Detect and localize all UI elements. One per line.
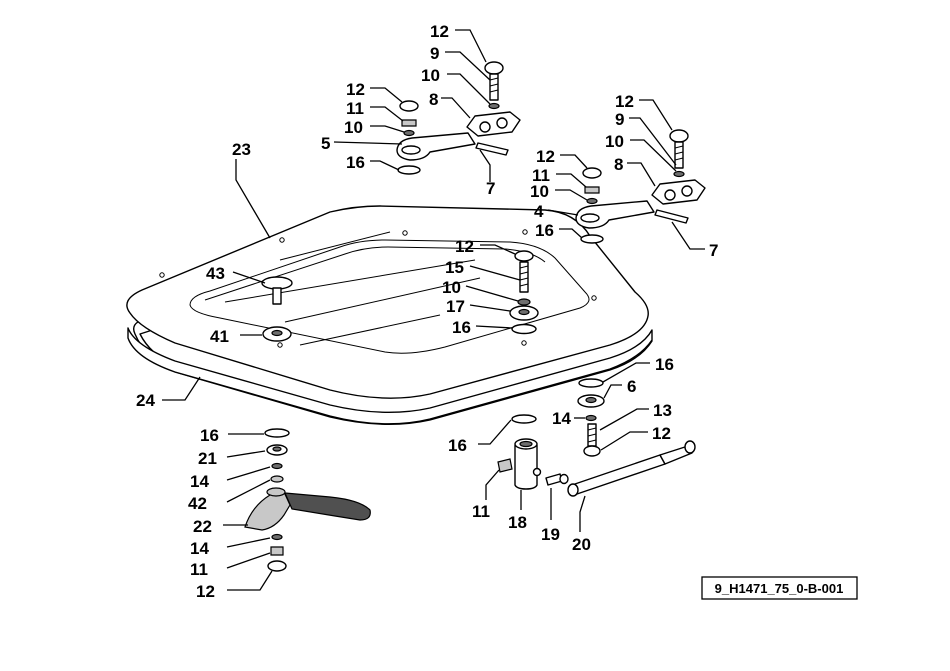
callout-label: 13: [653, 401, 672, 420]
callout-label: 12: [455, 237, 474, 256]
callout-label: 16: [452, 318, 471, 337]
callout-label: 18: [508, 513, 527, 532]
callout-label: 16: [448, 436, 467, 455]
callout-label: 15: [445, 258, 464, 277]
callout-label: 14: [552, 409, 571, 428]
latch-assembly-lower-left: [244, 428, 371, 572]
strut-assembly-lower-right: [497, 378, 696, 497]
callout-label: 11: [190, 560, 208, 579]
callout-label: 22: [193, 517, 212, 536]
callout-label: 12: [346, 80, 365, 99]
callout-label: 8: [614, 155, 623, 174]
callout-label: 16: [346, 153, 365, 172]
callout-label: 9: [615, 110, 624, 129]
callout-label: 24: [136, 391, 155, 410]
callout-label: 12: [536, 147, 555, 166]
callout-label: 12: [196, 582, 215, 601]
knob-43: [261, 276, 293, 305]
callout-label: 7: [709, 241, 718, 260]
center-mount-stack: [509, 250, 539, 335]
callout-label: 7: [486, 179, 495, 198]
callout-label: 43: [206, 264, 225, 283]
callout-label: 12: [430, 22, 449, 41]
callout-label: 10: [344, 118, 363, 137]
callout-label: 21: [198, 449, 217, 468]
sunroof-frame-24: [127, 316, 653, 426]
callout-label: 10: [605, 132, 624, 151]
hinge-assembly-upper-left: [396, 61, 521, 175]
callout-label: 20: [572, 535, 591, 554]
callout-label: 14: [190, 472, 209, 491]
callout-label: 11: [532, 166, 550, 185]
callout-label: 10: [421, 66, 440, 85]
callout-labels: 12 9 10 8 12 11 10 5 16 7 23 12 9 10 8 1…: [136, 22, 718, 601]
callout-label: 16: [535, 221, 554, 240]
callout-label: 9: [430, 44, 439, 63]
callout-label: 19: [541, 525, 560, 544]
callout-label: 23: [232, 140, 251, 159]
drawing-code: 9_H1471_75_0-B-001: [715, 581, 844, 596]
washer-41: [262, 326, 292, 342]
callout-label: 12: [652, 424, 671, 443]
callout-label: 16: [200, 426, 219, 445]
callout-label: 12: [615, 92, 634, 111]
callout-label: 16: [655, 355, 674, 374]
callout-label: 11: [472, 502, 490, 521]
callout-label: 10: [530, 182, 549, 201]
callout-label: 11: [346, 99, 364, 118]
callout-label: 14: [190, 539, 209, 558]
hinge-assembly-upper-right: [575, 129, 706, 244]
callout-label: 8: [429, 90, 438, 109]
drawing-code-box: 9_H1471_75_0-B-001: [701, 576, 858, 600]
callout-label: 42: [188, 494, 207, 513]
callout-label: 41: [210, 327, 229, 346]
callout-label: 4: [534, 202, 544, 221]
callout-label: 6: [627, 377, 636, 396]
callout-label: 17: [446, 297, 465, 316]
callout-label: 10: [442, 278, 461, 297]
callout-label: 5: [321, 134, 330, 153]
leader-lines: [162, 29, 705, 591]
